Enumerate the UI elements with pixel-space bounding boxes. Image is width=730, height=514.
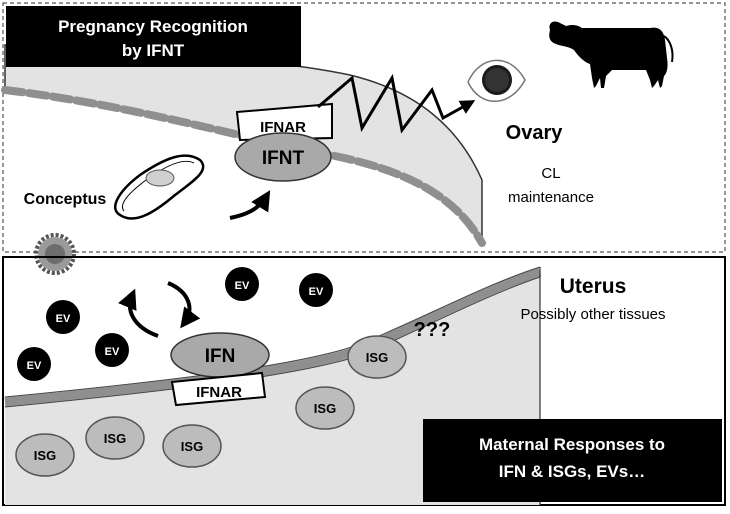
cow-icon — [549, 21, 674, 89]
ovary-label: Ovary — [506, 122, 564, 144]
ev-circle: EV — [225, 267, 259, 301]
signal-zigzag-arrow-icon — [317, 73, 476, 134]
other-tissues-label: Possibly other tissues — [520, 306, 665, 323]
ev-circle: EV — [17, 347, 51, 381]
ovary-icon — [467, 59, 526, 102]
unknown-mark: ??? — [414, 319, 451, 341]
title-box-top — [6, 6, 301, 67]
uterus-label: Uterus — [560, 275, 627, 298]
isg-oval: ISG — [15, 433, 75, 477]
cl-maintenance-label: maintenance — [508, 189, 594, 206]
ifnar-label-top: IFNAR — [260, 119, 306, 136]
svg-text:EV: EV — [105, 346, 120, 358]
ifnar-receptor-bottom: IFNAR — [170, 371, 267, 407]
response-line1: Maternal Responses to — [479, 435, 665, 454]
ifnar-receptor-top: IFNAR — [235, 102, 333, 142]
isg-oval: ISG — [295, 386, 355, 430]
title-line1: Pregnancy Recognition — [58, 17, 248, 36]
top-panel-border — [2, 2, 726, 253]
isg-oval: ISG — [162, 424, 222, 468]
svg-text:EV: EV — [235, 280, 250, 292]
response-line2: IFN & ISGs, EVs… — [499, 462, 645, 481]
curved-arrow-icon — [229, 190, 271, 220]
maternal-responses-box — [423, 419, 722, 502]
extracellular-vesicle-icon — [34, 233, 76, 275]
ev-circle: EV — [95, 333, 129, 367]
exchange-arrow-icon — [118, 288, 159, 338]
title-line2: by IFNT — [122, 41, 185, 60]
cl-label: CL — [541, 165, 560, 182]
isg-oval: ISG — [85, 416, 145, 460]
ifnt-ligand: IFNT — [234, 132, 332, 182]
ifnar-label-bottom: IFNAR — [196, 384, 242, 401]
conceptus-label: Conceptus — [24, 191, 107, 208]
svg-text:EV: EV — [309, 286, 324, 298]
svg-text:ISG: ISG — [181, 439, 203, 454]
ev-circle: EV — [299, 273, 333, 307]
ifn-label: IFN — [205, 346, 236, 367]
svg-text:ISG: ISG — [366, 350, 388, 365]
exchange-arrow-icon — [167, 281, 201, 329]
isg-oval: ISG — [347, 335, 407, 379]
svg-text:EV: EV — [27, 360, 42, 372]
svg-text:ISG: ISG — [34, 448, 56, 463]
svg-text:EV: EV — [56, 313, 71, 325]
conceptus-icon — [114, 154, 205, 220]
svg-text:ISG: ISG — [314, 401, 336, 416]
ifn-ligand: IFN — [170, 332, 270, 378]
svg-text:ISG: ISG — [104, 431, 126, 446]
ifnt-label: IFNT — [262, 148, 305, 169]
ev-circle: EV — [46, 300, 80, 334]
